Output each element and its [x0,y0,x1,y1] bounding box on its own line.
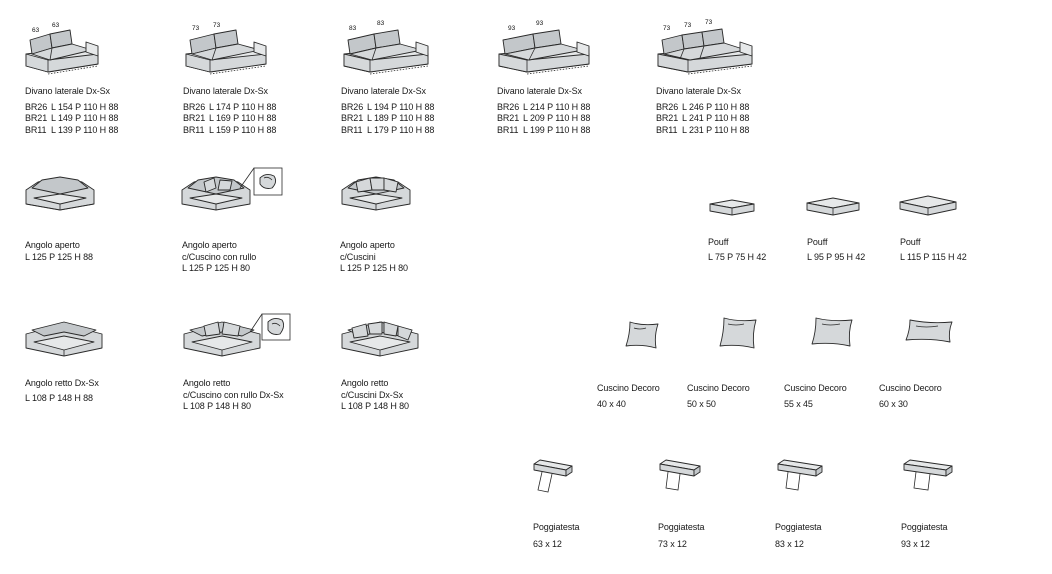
poggiatesta-73-illustration [658,458,702,494]
cuscino-40-illustration [624,320,660,350]
angolo-aperto-cuscini-illustration [340,174,412,216]
cuscino-55-caption: Cuscino Decoro 55 x 45 [784,383,847,409]
poggiatesta-63-illustration [532,458,574,494]
pouff-95-caption: Pouff L 95 P 95 H 42 [807,237,866,262]
width-label: 73 [663,25,671,32]
width-label: 83 [349,25,357,32]
angolo-aperto-rullo-caption: Angolo aperto c/Cuscino con rullo L 125 … [182,240,257,273]
product-title: Divano laterale Dx-Sx [497,86,582,96]
cuscino-40-caption: Cuscino Decoro 40 x 40 [597,383,660,409]
pouff-95-illustration [805,196,861,218]
width-label: 73 [192,25,200,32]
pouff-75-illustration [708,198,756,218]
angolo-retto-cuscini-caption: Angolo retto c/Cuscini Dx-Sx L 108 P 148… [341,378,409,411]
angolo-aperto-illustration [24,174,96,214]
product-title: Cuscino Decoro [879,383,942,393]
angolo-retto-rullo-illustration [182,313,292,360]
product-title: Angolo aperto [182,240,237,250]
width-label: 63 [52,22,60,29]
poggiatesta-83-caption: Poggiatesta 83 x 12 [775,522,822,549]
cuscino-50-illustration [718,316,758,350]
product-title: Poggiatesta [775,522,822,532]
divano-3x73-illustration [656,28,754,76]
product-title: Poggiatesta [901,522,948,532]
product-title: Divano laterale Dx-Sx [25,86,110,96]
product-title: Angolo retto [341,378,389,388]
cuscino-50-caption: Cuscino Decoro 50 x 50 [687,383,750,409]
divano-73-illustration [184,28,268,76]
poggiatesta-93-illustration [902,458,954,494]
width-label: 93 [536,20,544,27]
angolo-retto-rullo-caption: Angolo retto c/Cuscino con rullo Dx-Sx L… [183,378,284,411]
poggiatesta-63-caption: Poggiatesta 63 x 12 [533,522,580,549]
angolo-retto-cuscini-illustration [340,318,420,360]
divano-93-illustration [497,28,591,76]
cuscino-55-illustration [810,316,854,348]
cuscino-60-illustration [904,318,954,344]
width-label: 83 [377,20,385,27]
product-title: Cuscino Decoro [687,383,750,393]
product-title: Angolo aperto [25,240,80,250]
product-title: Pouff [807,237,828,247]
angolo-aperto-caption: Angolo aperto L 125 P 125 H 88 [25,240,93,262]
pouff-115-illustration [898,194,958,218]
width-label: 93 [508,25,516,32]
product-title: Divano laterale Dx-Sx [656,86,741,96]
product-title: Cuscino Decoro [784,383,847,393]
width-label: 63 [32,27,40,34]
product-title: Poggiatesta [533,522,580,532]
poggiatesta-73-caption: Poggiatesta 73 x 12 [658,522,705,549]
product-title: Divano laterale Dx-Sx [341,86,426,96]
product-title: Cuscino Decoro [597,383,660,393]
cuscino-60-caption: Cuscino Decoro 60 x 30 [879,383,942,409]
width-label: 73 [684,22,692,29]
angolo-retto-illustration [24,320,104,360]
width-label: 73 [213,22,221,29]
product-title: Angolo retto Dx-Sx [25,378,99,388]
product-title: Poggiatesta [658,522,705,532]
angolo-aperto-cuscini-caption: Angolo aperto c/Cuscini L 125 P 125 H 80 [340,240,408,273]
angolo-retto-caption: Angolo retto Dx-Sx L 108 P 148 H 88 [25,378,99,403]
pouff-115-caption: Pouff L 115 P 115 H 42 [900,237,967,262]
angolo-aperto-rullo-illustration [180,167,284,216]
divano-63-illustration [24,28,100,76]
product-title: Pouff [900,237,921,247]
width-label: 73 [705,19,713,26]
product-title: Divano laterale Dx-Sx [183,86,268,96]
pouff-75-caption: Pouff L 75 P 75 H 42 [708,237,767,262]
divano-83-illustration [342,28,430,76]
product-title: Angolo aperto [340,240,395,250]
product-title: Angolo retto [183,378,231,388]
product-title: Pouff [708,237,729,247]
poggiatesta-93-caption: Poggiatesta 93 x 12 [901,522,948,549]
poggiatesta-83-illustration [776,458,824,494]
